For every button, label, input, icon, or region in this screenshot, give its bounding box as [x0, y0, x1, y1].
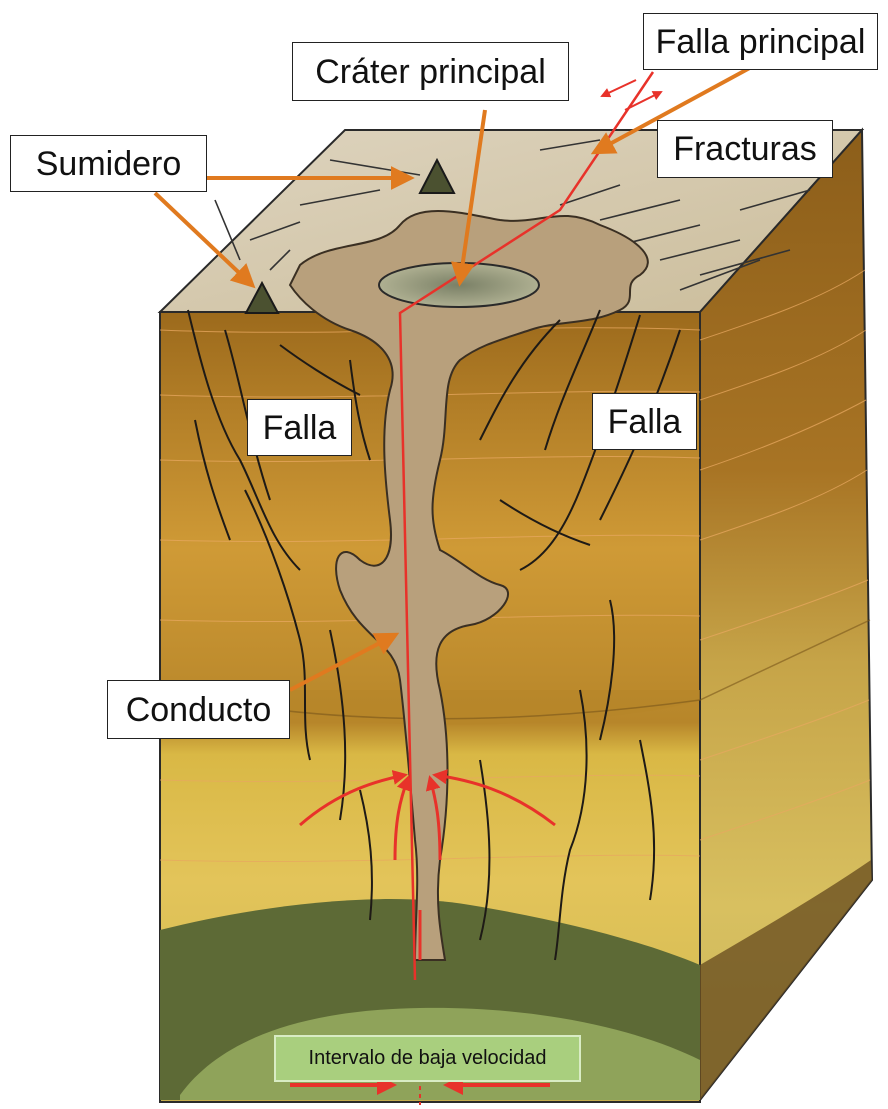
falla-principal-label: Falla principal [643, 13, 878, 70]
crater [379, 263, 539, 307]
fault-offset-arrow-2 [625, 92, 661, 110]
fault-offset-arrow-1 [602, 80, 636, 96]
sumidero-label: Sumidero [10, 135, 207, 192]
falla-left-label: Falla [247, 399, 352, 456]
conducto-label: Conducto [107, 680, 290, 739]
fracturas-label: Fracturas [657, 120, 833, 178]
intervalo-baja-velocidad-label: Intervalo de baja velocidad [274, 1035, 581, 1082]
crater-principal-label: Cráter principal [292, 42, 569, 101]
falla-right-label: Falla [592, 393, 697, 450]
